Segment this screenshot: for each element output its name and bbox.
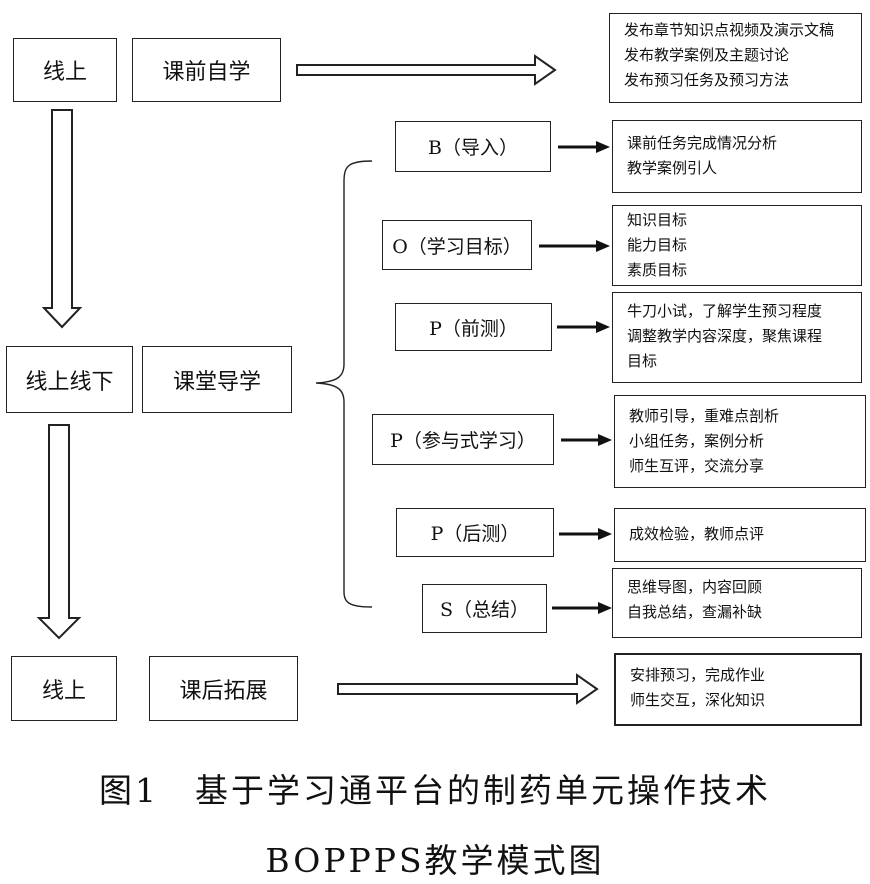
output-line: 发布教学案例及主题讨论	[624, 46, 790, 64]
step-box: B（导入）	[395, 121, 551, 172]
step-box: O（学习目标）	[382, 220, 532, 270]
stage-name-label: 课堂导学	[172, 369, 261, 395]
curly-brace	[315, 160, 373, 608]
detail-line: 调整教学内容深度，聚焦课程	[627, 327, 823, 345]
step-box: S（总结）	[422, 584, 547, 633]
hollow-right-arrow	[337, 673, 599, 705]
step-label: O（学习目标）	[392, 235, 522, 258]
stage-name-box: 课前自学	[132, 38, 281, 102]
stage-name-box: 课后拓展	[149, 656, 298, 721]
stage-name-label: 课后拓展	[179, 678, 268, 704]
output-line: 发布章节知识点视频及演示文稿	[624, 21, 835, 39]
detail-line: 教学案例引人	[627, 159, 718, 177]
detail-line: 自我总结，查漏补缺	[627, 603, 763, 621]
step-detail-box: 教师引导，重难点剖析 小组任务，案例分析 师生互评，交流分享	[614, 395, 866, 488]
detail-line: 思维导图，内容回顾	[627, 578, 763, 596]
detail-line: 知识目标	[627, 211, 688, 229]
detail-line: 牛刀小试，了解学生预习程度	[627, 302, 823, 320]
figure-caption-line2: BOPPPS教学模式图	[265, 841, 605, 880]
detail-line: 能力目标	[627, 236, 688, 254]
stage-mode-label: 线上	[42, 60, 87, 85]
figure-caption-line1: 图1 基于学习通平台的制药单元操作技术	[99, 771, 771, 810]
stage-name-label: 课前自学	[162, 60, 251, 85]
detail-line: 素质目标	[627, 261, 688, 279]
detail-line: 课前任务完成情况分析	[627, 134, 778, 152]
detail-line: 教师引导，重难点剖析	[629, 407, 780, 425]
hollow-down-arrow	[36, 424, 82, 640]
stage-mode-box: 线上线下	[6, 346, 133, 413]
output-line: 师生交互，深化知识	[630, 691, 766, 709]
step-detail-box: 牛刀小试，了解学生预习程度 调整教学内容深度，聚焦课程 目标	[612, 292, 862, 383]
detail-line: 师生互评，交流分享	[629, 457, 765, 475]
step-label: B（导入）	[428, 137, 518, 159]
step-box: P（参与式学习）	[372, 414, 554, 465]
step-detail-box: 知识目标 能力目标 素质目标	[612, 205, 862, 286]
detail-line: 小组任务，案例分析	[629, 432, 765, 450]
hollow-down-arrow	[41, 109, 83, 329]
stage-mode-label: 线上线下	[25, 369, 114, 395]
step-detail-box: 课前任务完成情况分析 教学案例引人	[612, 120, 862, 193]
stage-mode-box: 线上	[13, 38, 117, 102]
hollow-right-arrow	[296, 54, 557, 86]
stage-mode-label: 线上	[41, 678, 86, 704]
step-label: P（参与式学习）	[390, 430, 536, 452]
step-detail-box: 思维导图，内容回顾 自我总结，查漏补缺	[612, 568, 862, 638]
stage-output-box: 安排预习，完成作业 师生交互，深化知识	[614, 653, 862, 726]
solid-arrows	[539, 141, 612, 614]
output-line: 安排预习，完成作业	[630, 666, 766, 684]
output-line: 发布预习任务及预习方法	[624, 71, 790, 89]
step-label: S（总结）	[439, 599, 530, 621]
step-box: P（后测）	[396, 508, 554, 557]
step-label: P（后测）	[430, 523, 520, 545]
stage-name-box: 课堂导学	[142, 346, 292, 413]
step-label: P（前测）	[429, 317, 518, 340]
step-box: P（前测）	[395, 303, 552, 351]
step-detail-box: 成效检验，教师点评	[614, 508, 866, 562]
detail-line: 目标	[627, 352, 658, 370]
detail-line: 成效检验，教师点评	[629, 525, 765, 543]
stage-output-box: 发布章节知识点视频及演示文稿 发布教学案例及主题讨论 发布预习任务及预习方法	[609, 13, 862, 103]
stage-mode-box: 线上	[11, 656, 117, 721]
